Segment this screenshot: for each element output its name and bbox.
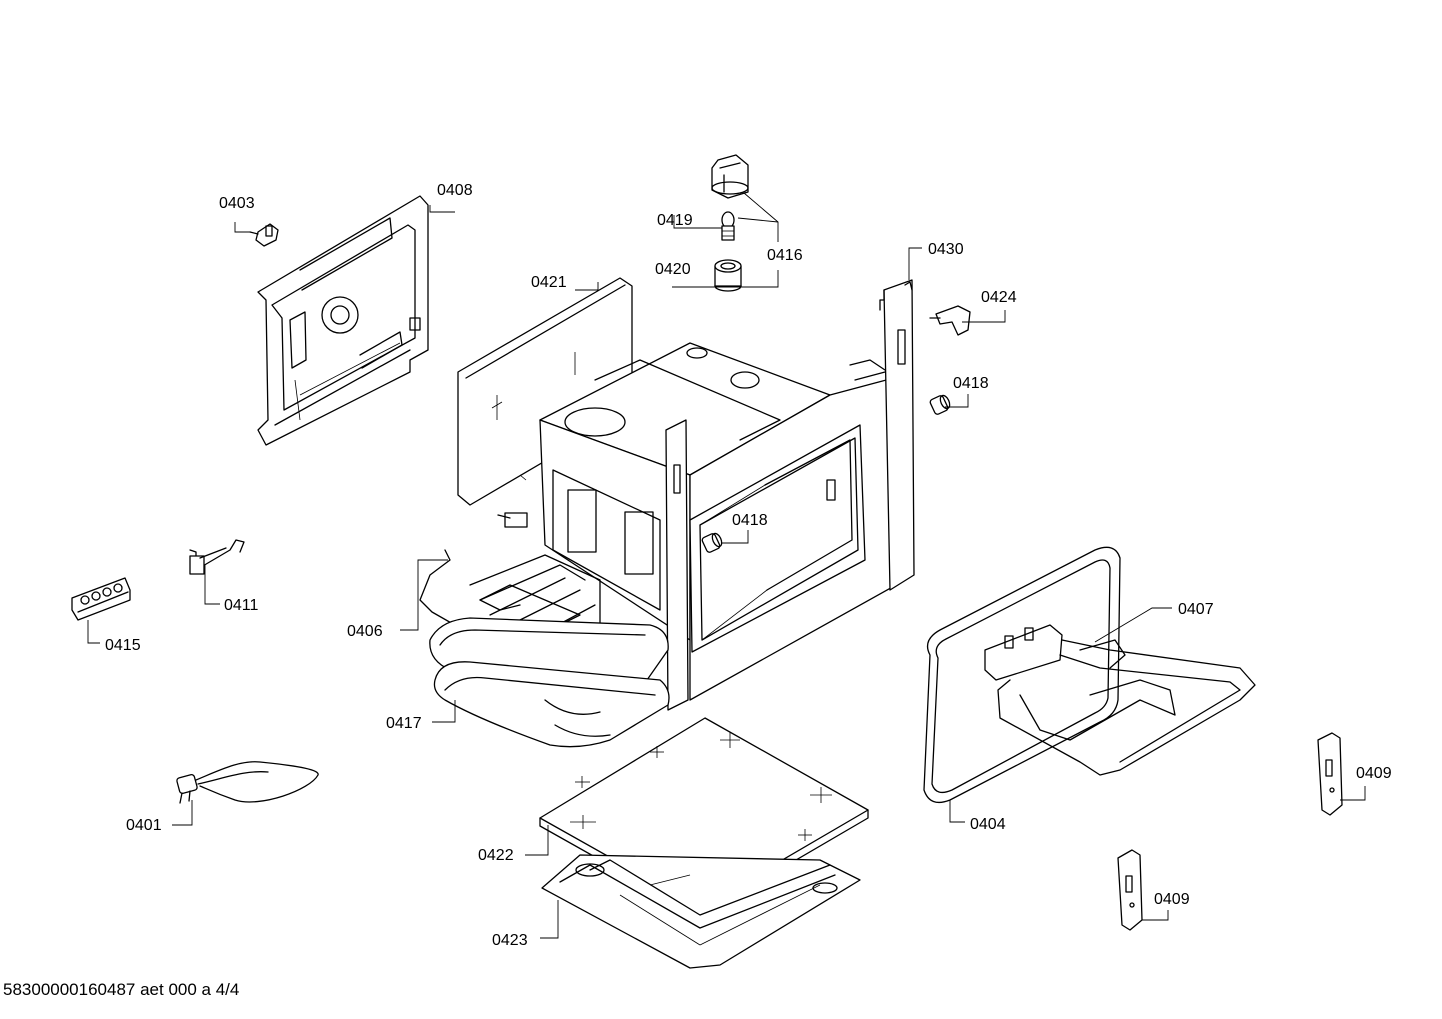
part-grommet-upper [929,394,951,415]
label-0401: 0401 [126,817,162,834]
part-hinge-receiver [929,305,971,336]
label-0422: 0422 [478,847,514,864]
label-0409-upper: 0409 [1356,765,1392,782]
part-lamp-bulb [721,211,735,241]
part-base-frame [541,854,861,969]
part-door-gasket [923,546,1121,804]
part-grill-heating-element [984,624,1256,776]
label-0423: 0423 [492,932,528,949]
part-hinge-upper [1317,732,1343,816]
part-lamp-cover [714,259,742,292]
part-lamp-housing [711,154,749,199]
label-0411: 0411 [224,597,259,614]
part-hinge-lower [1117,849,1143,931]
part-switch-bracket [189,539,245,575]
label-0421: 0421 [531,274,567,291]
part-sensor-bracket [249,223,279,247]
drawing-reference-footer: 58300000160487 aet 000 a 4/4 [3,980,240,999]
part-power-cord [176,761,319,804]
label-0419: 0419 [657,212,693,229]
label-0409-lower: 0409 [1154,891,1190,908]
part-grommet-lower [701,532,723,553]
label-0430: 0430 [928,241,964,258]
leader-lines [87,192,1366,939]
label-0415: 0415 [105,637,141,654]
label-0416: 0416 [767,247,803,264]
part-terminal-block [71,577,131,621]
label-0417: 0417 [386,715,422,732]
part-tray-set [429,617,670,748]
label-0408: 0408 [437,182,473,199]
label-0418-lower: 0418 [732,512,768,529]
label-0420: 0420 [655,261,691,278]
part-rear-panel [257,195,429,446]
label-0406: 0406 [347,623,383,640]
label-0424: 0424 [981,289,1017,306]
label-0407: 0407 [1178,601,1214,618]
label-0403: 0403 [219,195,255,212]
part-oven-cavity [539,279,915,711]
label-0418-upper: 0418 [953,375,989,392]
label-0404: 0404 [970,816,1006,833]
